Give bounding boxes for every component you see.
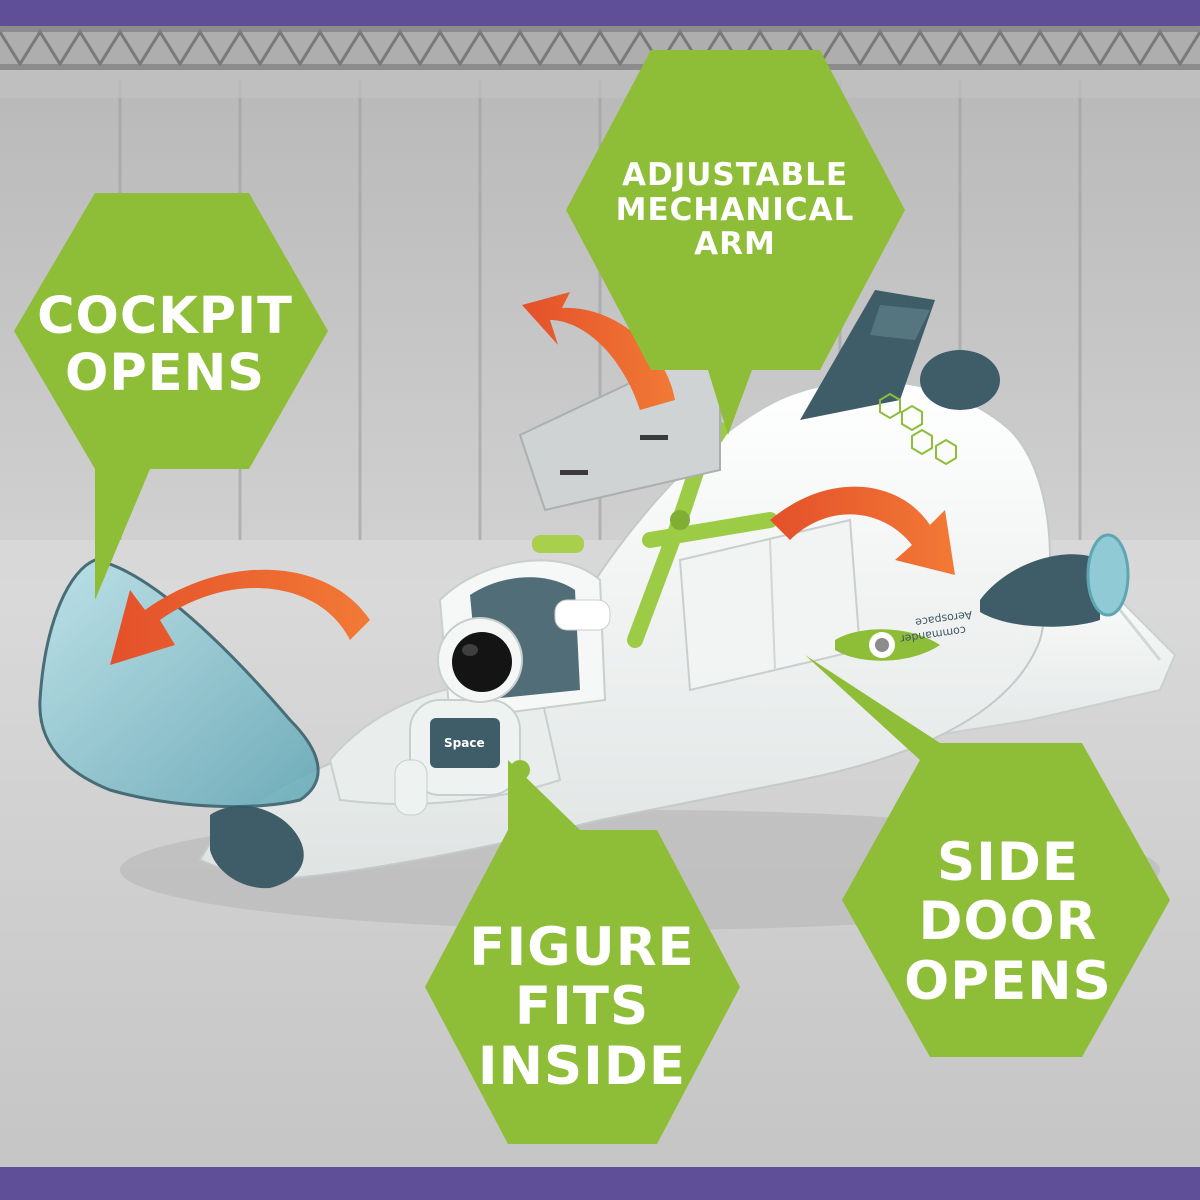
- hexagon-decal-icon: [879, 392, 957, 466]
- callout-arm-line2: MECHANICAL: [615, 191, 855, 228]
- callout-cockpit-line2: OPENS: [65, 344, 265, 404]
- callout-door-hexagon: [805, 655, 1170, 1057]
- suit-label: Space: [444, 736, 485, 750]
- arm-joint: [670, 510, 690, 530]
- callout-arm-line1: ADJUSTABLE: [621, 157, 849, 193]
- callout-door-line2: DOOR: [918, 891, 1098, 953]
- callout-cockpit-hexagon: [14, 193, 328, 600]
- shuttle-nose-cap: [210, 805, 304, 889]
- callout-arm-line3: ARM: [694, 226, 776, 263]
- target-decal-icon: [835, 629, 940, 661]
- ceiling-truss: [0, 26, 1200, 98]
- callout-figure-line2: FITS: [514, 976, 650, 1038]
- callout-cockpit-line1: COCKPIT: [37, 287, 293, 346]
- side-engine-pod: [980, 554, 1100, 627]
- callout-arm-text: ADJUSTABLE MECHANICAL ARM: [590, 158, 880, 262]
- callout-door-line1: SIDE: [936, 832, 1080, 893]
- cockpit-canopy: [38, 558, 320, 809]
- curved-arrow-icon: [770, 486, 955, 575]
- upper-engine-pod: [920, 350, 1000, 410]
- curved-arrow-icon: [522, 292, 675, 410]
- callout-door-text: SIDE DOOR OPENS: [858, 833, 1158, 1011]
- callout-door-line3: OPENS: [904, 950, 1112, 1012]
- astronaut-figure: [394, 617, 530, 816]
- top-frame-band: [0, 0, 1200, 26]
- callout-cockpit-text: COCKPIT OPENS: [15, 288, 315, 402]
- callout-figure-text: FIGURE FITS INSIDE: [432, 918, 732, 1096]
- bottom-frame-band: [0, 1167, 1200, 1200]
- curved-arrow-icon: [110, 569, 370, 665]
- callout-figure-line1: FIGURE: [469, 917, 695, 978]
- callout-figure-line3: INSIDE: [477, 1035, 687, 1097]
- callout-arm-hexagon: [566, 50, 905, 435]
- callout-figure-hexagon: [425, 760, 740, 1144]
